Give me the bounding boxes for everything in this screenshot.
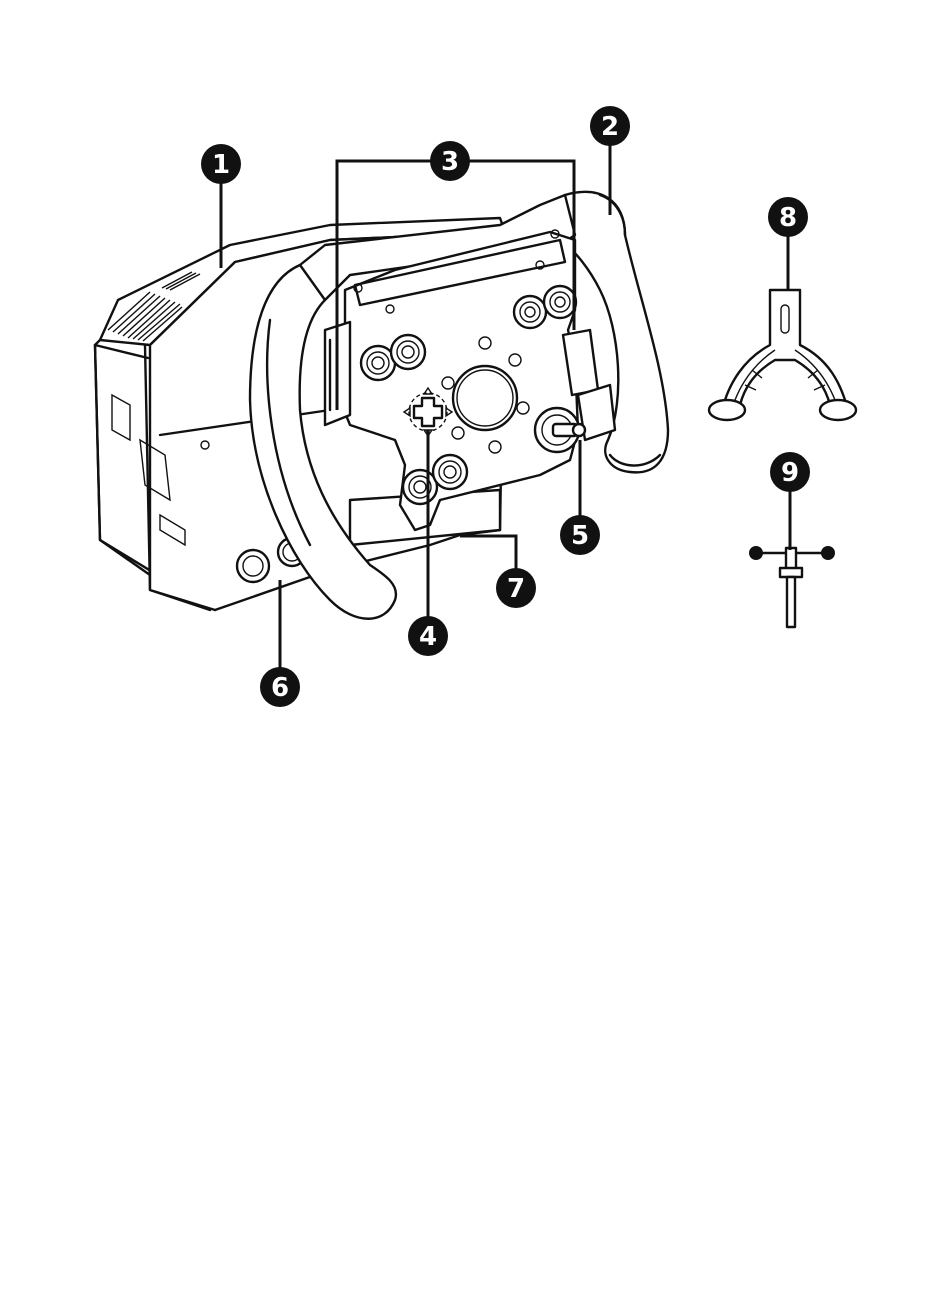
callout-8-label: 8 [779,203,797,233]
callout-2: 2 [590,106,630,146]
callout-1: 1 [201,144,241,184]
callout-6-label: 6 [271,673,289,703]
callout-3: 3 [430,141,470,181]
callout-4-label: 4 [419,622,437,652]
wheel-stand [709,290,856,420]
allen-key-tool [749,546,835,627]
callout-9-label: 9 [781,458,799,488]
callout-2-label: 2 [601,112,619,142]
callout-7: 7 [496,568,536,608]
callout-4: 4 [408,616,448,656]
callout-9: 9 [770,452,810,492]
callout-5-label: 5 [571,521,589,551]
callout-7-label: 7 [507,574,525,604]
callout-5: 5 [560,515,600,555]
callout-1-label: 1 [212,150,230,180]
callout-3-label: 3 [441,147,459,177]
callout-6: 6 [260,667,300,707]
callout-8: 8 [768,197,808,237]
